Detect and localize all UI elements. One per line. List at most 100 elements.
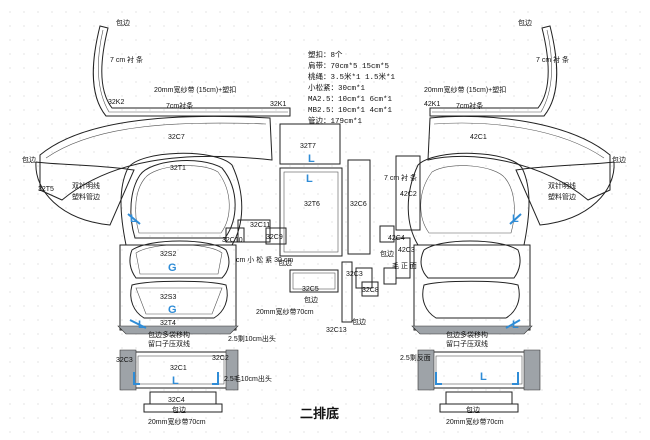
- mark-L-left-back: L: [130, 213, 137, 225]
- part-32T6-outline: [279, 167, 343, 257]
- part-32C8-outline: [361, 281, 379, 297]
- label-42C1: 42C1: [470, 134, 487, 141]
- legend-line-6: MB2.5：10cm*1 4cm*1: [308, 106, 393, 115]
- part-32S2-outline: [129, 240, 230, 279]
- label-bao-bian-tr: 包边: [518, 18, 532, 27]
- label-32K2: 32K2: [108, 99, 124, 106]
- label-32S3: 32S3: [160, 294, 176, 301]
- label-32C5: 32C5: [302, 286, 319, 293]
- label-32C13: 32C13: [326, 327, 347, 334]
- legend-line-5: MA2.5：10cm*1 6cm*1: [308, 95, 393, 104]
- label-bao-bian-c4: 包边: [380, 249, 394, 258]
- label-bao-bian-c1: 包边: [278, 258, 292, 267]
- part-32T7-outline: [279, 123, 341, 165]
- part-42C2-outline: [395, 155, 421, 231]
- label-strap-70: 20mm宽纱带70cm: [256, 307, 314, 316]
- part-32T1-frame: [120, 152, 243, 246]
- label-42C2: 42C2: [400, 191, 417, 198]
- label-bao-bian-r: 包边: [612, 155, 626, 164]
- legend-line-3: 桃绳：3.5米*1 1.5米*1: [308, 71, 396, 82]
- label-32K1: 32K1: [270, 101, 286, 108]
- legend-line-1: 塑扣：8个: [308, 49, 343, 60]
- label-32C3-c: 32C3: [346, 271, 363, 278]
- label-double-needle-l: 双针明线: [72, 181, 100, 190]
- part-32C5-outline: [289, 269, 339, 293]
- mark-G-s3: G: [168, 304, 177, 316]
- part-32T4-frame: [119, 244, 237, 331]
- part-42T4-frame: [413, 244, 531, 331]
- label-32C7: 32C7: [168, 134, 185, 141]
- part-42T5-outline: [515, 161, 615, 226]
- part-32S3-outline: [130, 280, 228, 319]
- label-liner-vertical-l: 7 cm 衬 条: [110, 55, 143, 64]
- label-42C4: 42C4: [388, 235, 405, 242]
- label-double-needle-r: 双针明线: [548, 181, 576, 190]
- part-42C1-outline: [427, 115, 611, 201]
- label-bao-bian-l: 包边: [22, 155, 36, 164]
- legend-line-2: 肩带：70cm*5 15cm*5: [308, 60, 390, 71]
- label-gap-10cm: 2.5剩10cm出头: [228, 334, 276, 343]
- label-strap-left: 20mm宽纱带 (15cm)+塑扣: [154, 85, 236, 94]
- label-32C9: 32C9: [266, 234, 283, 241]
- label-32T5: 32T5: [38, 186, 54, 193]
- label-42K1: 42K1: [424, 101, 440, 108]
- label-32T7: 32T7: [300, 143, 316, 150]
- part-32C10-outline: [265, 227, 287, 245]
- label-seat-edge-l: 留口子压双线: [148, 339, 190, 348]
- label-elastic: cm 小 松 紧 30 cm: [236, 255, 293, 264]
- mark-L-left-base: L: [138, 319, 145, 331]
- label-32T6: 32T6: [304, 201, 320, 208]
- label-bao-bian-c2: 包边: [304, 295, 318, 304]
- part-32C6-outline: [347, 159, 371, 255]
- label-mark-face: 毛 正 面: [392, 261, 417, 270]
- label-32C4: 32C4: [168, 397, 185, 404]
- mark-L-t7: L: [308, 153, 315, 165]
- label-liner-7cm-l: 7cm衬条: [166, 101, 193, 110]
- label-strap-70-br: 20mm宽纱带70cm: [446, 417, 504, 426]
- label-liner-vertical-r: 7 cm 衬 条: [536, 55, 569, 64]
- page-title: 二排底: [300, 406, 339, 422]
- part-42T1-frame: [407, 152, 530, 246]
- label-gap-10cm-b: 2.5毛10cm出头: [224, 374, 272, 383]
- label-liner-7cm-r: 7cm衬条: [456, 101, 483, 110]
- mark-L-box-l: L: [172, 375, 179, 387]
- mark-L-t6: L: [306, 173, 313, 185]
- label-plastic-pipe-r: 塑料管边: [548, 192, 576, 201]
- part-42K1-outline: [429, 25, 558, 117]
- label-32C10: 32C10: [222, 237, 243, 244]
- label-32C3: 32C3: [116, 357, 133, 364]
- label-strap-70-bl: 20mm宽纱带70cm: [148, 417, 206, 426]
- label-bao-bian-tl: 包边: [116, 18, 130, 27]
- part-32T5-outline: [35, 161, 135, 226]
- part-42C3-outline: [395, 237, 411, 279]
- label-32C1: 32C1: [170, 365, 187, 372]
- label-seat-edge-r: 留口子压双线: [446, 339, 488, 348]
- label-32C6: 32C6: [350, 201, 367, 208]
- part-32K2-outline: [92, 25, 291, 117]
- part-32C13-outline: [341, 261, 353, 323]
- label-32T1: 32T1: [170, 165, 186, 172]
- label-bao-bian-c3: 包边: [352, 317, 366, 326]
- label-bao-bian-bl: 包边: [172, 405, 186, 414]
- part-32C7-outline: [39, 115, 273, 201]
- label-32C11: 32C11: [250, 222, 270, 229]
- part-32C11-outline: [237, 219, 271, 243]
- legend-line-7: 管边：179cm*1: [308, 115, 363, 126]
- part-42S3-outline: [422, 280, 520, 319]
- label-32T4: 32T4: [160, 320, 176, 327]
- label-plastic-pipe-l: 塑料管边: [72, 192, 100, 201]
- part-32T1-outline: [130, 160, 236, 239]
- label-liner-vertical-c: 7 cm 衬 条: [384, 173, 417, 182]
- label-32C2: 32C2: [212, 355, 229, 362]
- mark-G-s2: G: [168, 262, 177, 274]
- label-bao-bian-br: 包边: [466, 405, 480, 414]
- legend-line-4: 小松紧：30cm*1: [308, 82, 366, 93]
- mark-L-right-base: L: [512, 319, 519, 331]
- label-gap-right: 2.5剩反面: [400, 353, 431, 362]
- label-32S2: 32S2: [160, 251, 176, 258]
- label-32C8: 32C8: [362, 287, 379, 294]
- mark-L-right-back: L: [512, 213, 519, 225]
- part-42C-box-outline: [429, 351, 529, 389]
